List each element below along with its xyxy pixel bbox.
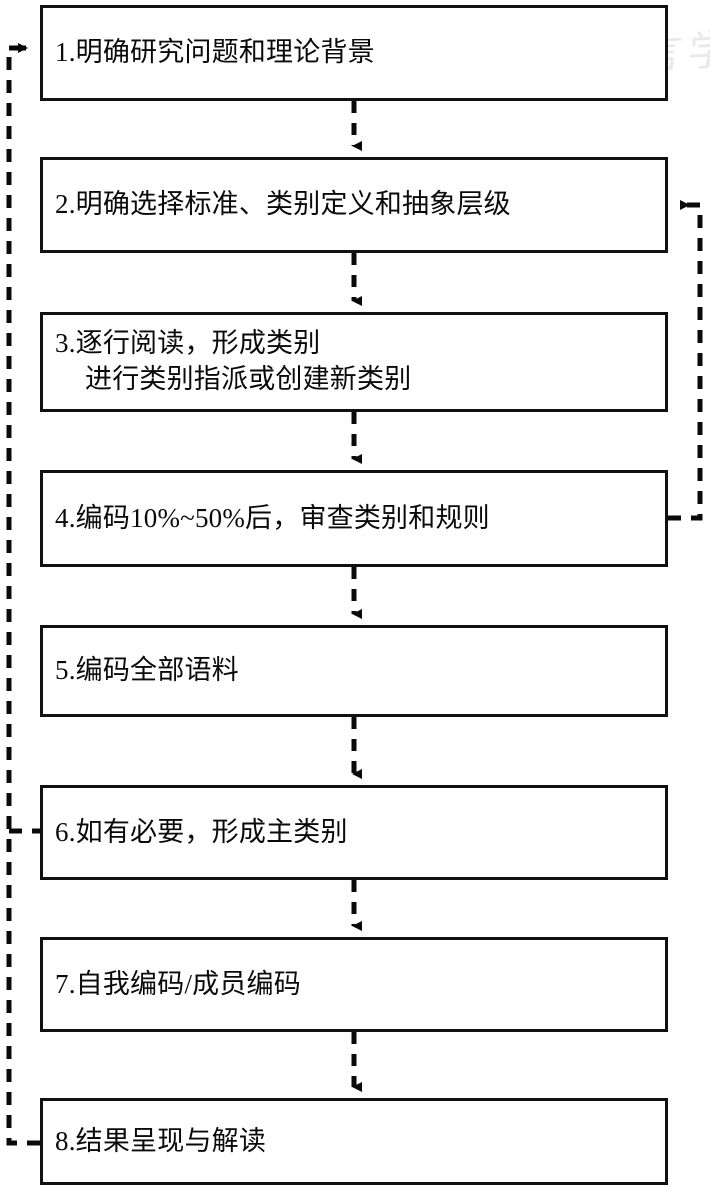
flow-node-step-3[interactable]: 3.逐行阅读，形成类别 进行类别指派或创建新类别	[40, 312, 668, 412]
flow-node-step-3-line-2: 进行类别指派或创建新类别	[85, 364, 412, 394]
flow-node-step-8[interactable]: 8.结果呈现与解读	[40, 1098, 668, 1185]
flow-node-step-6[interactable]: 6.如有必要，形成主类别	[40, 785, 668, 880]
flow-node-step-4-line-1: 4.编码10%~50%后，审查类别和规则	[55, 502, 490, 533]
flow-node-step-2-line-1: 2.明确选择标准、类别定义和抽象层级	[55, 189, 511, 220]
flow-node-step-6-line-1: 6.如有必要，形成主类别	[55, 816, 348, 847]
feedback-loop-right	[668, 200, 703, 521]
flow-node-step-7[interactable]: 7.自我编码/成员编码	[40, 937, 668, 1032]
flow-node-step-5[interactable]: 5.编码全部语料	[40, 625, 668, 717]
flow-node-step-1-line-1: 1.明确研究问题和理论背景	[55, 37, 375, 68]
flow-node-step-5-line-1: 5.编码全部语料	[55, 655, 239, 686]
flow-node-step-1[interactable]: 1.明确研究问题和理论背景	[40, 5, 668, 101]
flow-node-step-4[interactable]: 4.编码10%~50%后，审查类别和规则	[40, 470, 668, 567]
feedback-loop-left	[6, 43, 40, 1146]
flow-node-step-3-line-1: 3.逐行阅读，形成类别	[55, 328, 321, 359]
flow-node-step-2[interactable]: 2.明确选择标准、类别定义和抽象层级	[40, 157, 668, 253]
flow-node-step-8-line-1: 8.结果呈现与解读	[55, 1125, 267, 1156]
flow-node-step-7-line-1: 7.自我编码/成员编码	[55, 968, 301, 999]
